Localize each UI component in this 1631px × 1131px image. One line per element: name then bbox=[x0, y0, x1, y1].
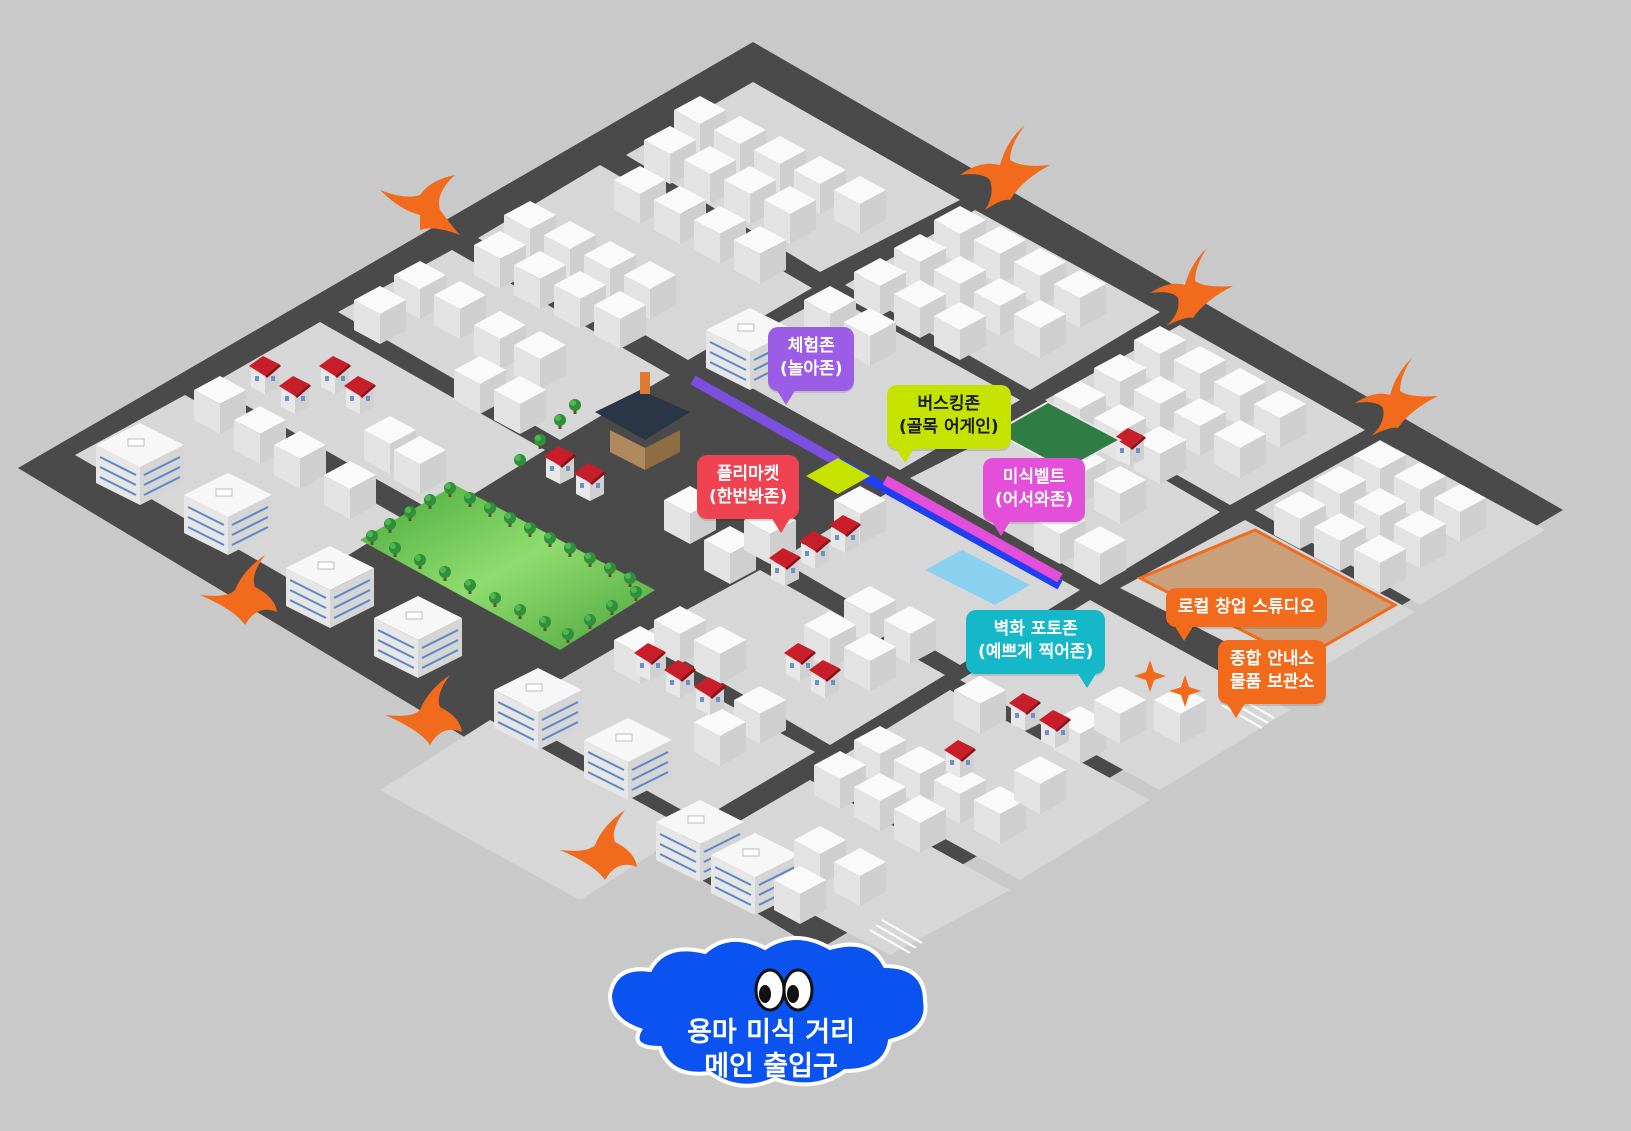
star-marker-icon bbox=[1150, 248, 1233, 326]
main-entrance[interactable]: 용마 미식 거리 메인 출입구 bbox=[603, 980, 939, 1120]
star-marker-icon bbox=[380, 175, 460, 235]
zone-label-studio[interactable]: 로컬 창업 스튜디오 bbox=[1166, 588, 1327, 641]
eyes-icon bbox=[754, 968, 814, 1012]
central-park bbox=[360, 485, 655, 650]
star-marker-icon bbox=[1169, 675, 1201, 707]
entrance-badge bbox=[607, 936, 928, 1088]
event-streets bbox=[690, 375, 1063, 590]
star-marker-icon bbox=[560, 810, 637, 880]
star-marker-icon bbox=[960, 125, 1050, 210]
busking-stage bbox=[925, 550, 1030, 605]
zone-label-info[interactable]: 종합 안내소 물품 보관소 bbox=[1218, 640, 1327, 718]
zone-label-flea-market[interactable]: 플리마켓 (한번봐존) bbox=[697, 455, 800, 533]
entry-markers bbox=[200, 125, 1438, 880]
traditional-house bbox=[595, 372, 690, 470]
zone-label-food-belt[interactable]: 미식벨트 (어서와존) bbox=[983, 458, 1086, 536]
zone-label-busking[interactable]: 버스킹존 (골목 어게인) bbox=[887, 385, 1011, 463]
zone-label-experience[interactable]: 체험존 (놀아존) bbox=[768, 327, 855, 405]
zone-label-mural[interactable]: 벽화 포토존 (예쁘게 찍어존) bbox=[966, 610, 1106, 688]
star-marker-icon bbox=[200, 555, 277, 625]
star-marker-icon bbox=[1355, 358, 1438, 436]
star-marker-icon bbox=[1134, 660, 1166, 692]
star-marker-icon bbox=[385, 675, 462, 745]
entrance-title: 용마 미식 거리 메인 출입구 bbox=[687, 1017, 855, 1082]
